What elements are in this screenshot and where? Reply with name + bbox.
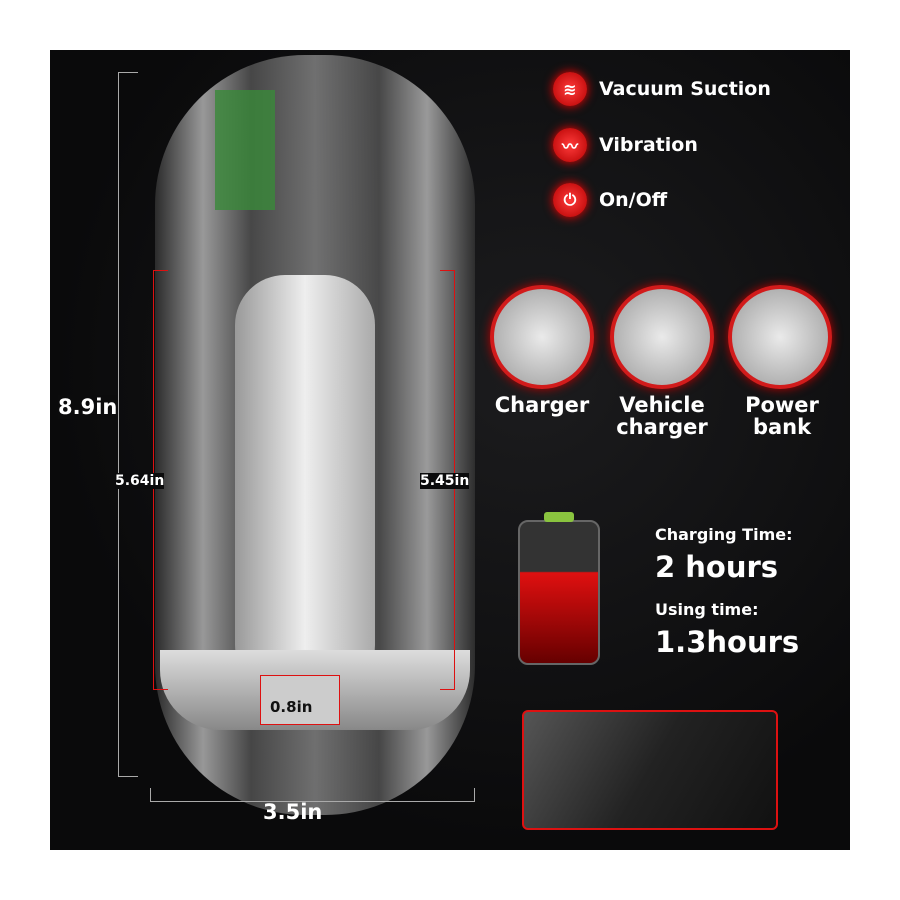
inner-right-label: 5.45in xyxy=(420,473,470,489)
battery-cap xyxy=(544,512,574,522)
charging-time-label: Charging Time: xyxy=(655,525,793,544)
vibration-icon: 〰 xyxy=(553,128,587,162)
power-bank-label: Power bank xyxy=(745,393,819,439)
inner-left-label: 5.64in xyxy=(115,473,165,489)
inner-sleeve xyxy=(235,275,375,695)
product-infographic: 8.9in 5.64in 5.45in 0.8in 3.5in ≋Vacuum … xyxy=(50,50,850,850)
vacuum-suction-icon: ≋ xyxy=(553,72,587,106)
charger-icon xyxy=(490,285,594,389)
vehicle-charger-icon xyxy=(610,285,714,389)
feature-vacuum-suction: ≋Vacuum Suction xyxy=(553,72,771,106)
charging-time-value: 2 hours xyxy=(655,550,779,584)
opening-label: 0.8in xyxy=(270,698,313,716)
vehicle-charger-label: Vehicle charger xyxy=(616,393,708,439)
battery-icon xyxy=(518,520,600,665)
circuit-board xyxy=(215,90,275,210)
charging-port-photo xyxy=(522,710,778,830)
charger-label: Charger xyxy=(494,393,590,417)
using-time-value: 1.3hours xyxy=(655,625,800,659)
using-time-label: Using time: xyxy=(655,600,759,619)
power-icon: ⏻ xyxy=(553,183,587,217)
height-label: 8.9in xyxy=(58,395,118,419)
opening-box xyxy=(260,675,340,725)
power-bank-icon xyxy=(728,285,832,389)
width-line xyxy=(150,788,475,802)
feature-vibration: 〰Vibration xyxy=(553,128,698,162)
height-line xyxy=(118,72,138,777)
width-label: 3.5in xyxy=(263,800,323,824)
feature-on-off: ⏻On/Off xyxy=(553,183,667,217)
